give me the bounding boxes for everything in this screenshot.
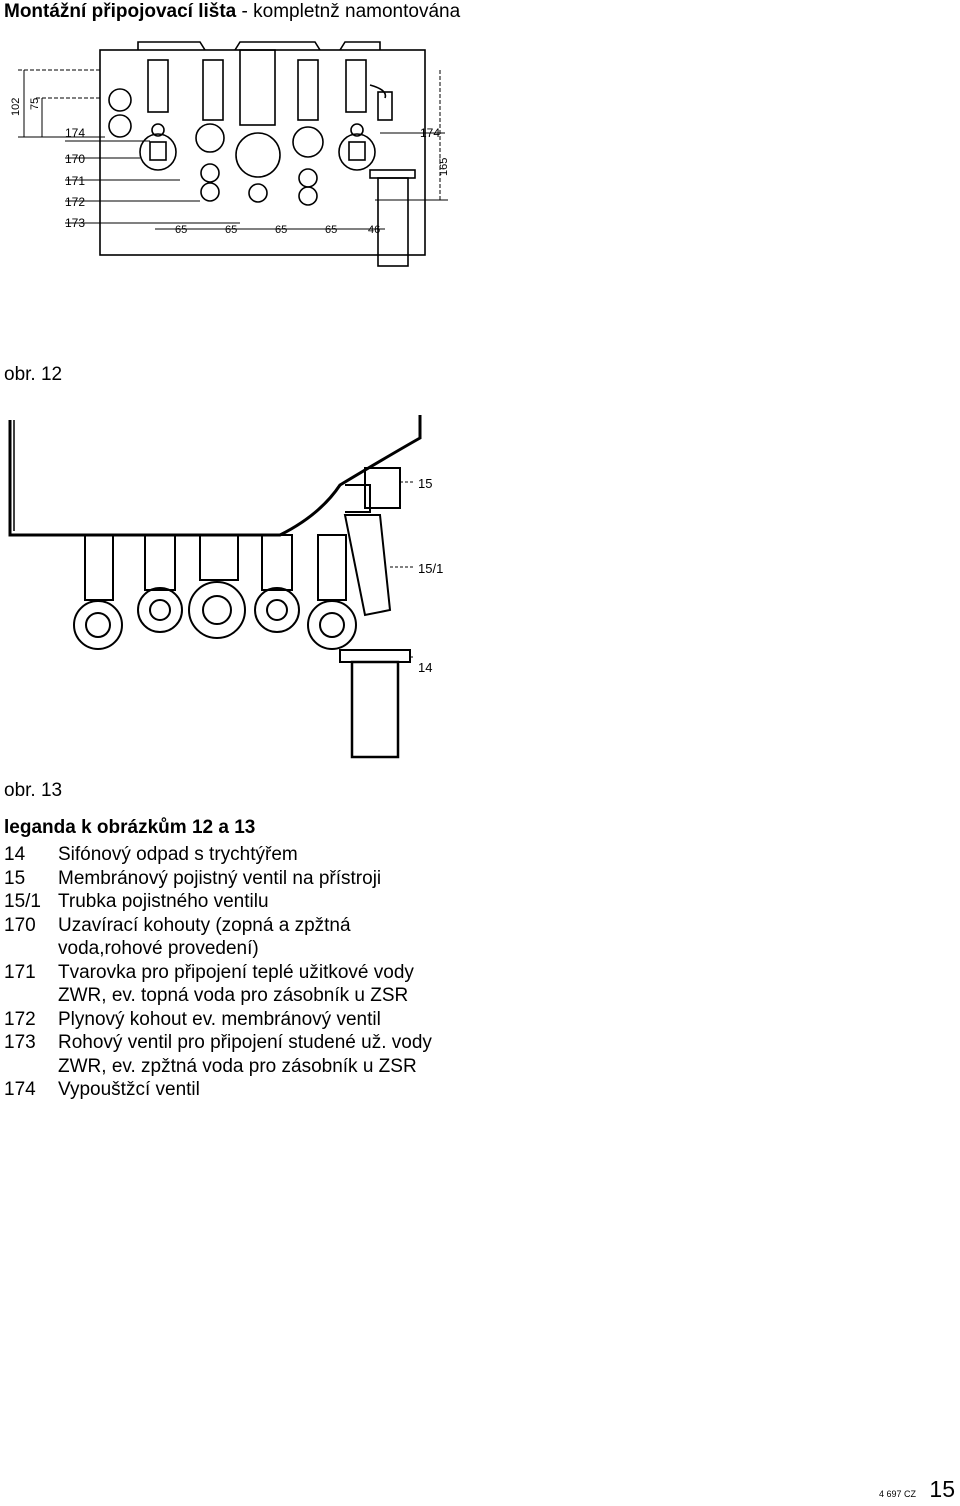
legend-text: ZWR, ev. topná voda pro zásobník u ZSR (58, 985, 409, 1006)
legend-text: Membránový pojistný ventil na přístroji (58, 867, 382, 889)
dim-102: 102 (10, 98, 22, 116)
dim-165: 165 (438, 158, 450, 176)
figure-12-caption: obr. 12 (4, 364, 63, 385)
legend-num: 170 (4, 914, 36, 936)
legend-item: 15 Membránový pojistný ventil na přístroj… (4, 867, 504, 891)
figure-13-caption: obr. 13 (4, 780, 63, 801)
figure-13-drawing: 15 15/1 14 (8, 415, 443, 759)
legend-text: Plynový kohout ev. membránový ventil (58, 1008, 381, 1030)
page-title-bold: Montážní připojovací lišta (4, 1, 237, 22)
figure-12-drawing: 102 75 174 170 171 172 173 (10, 41, 450, 267)
legend-item: 174 Vypouštžcí ventil (4, 1078, 504, 1102)
legend-item: 171 Tvarovka pro připojení teplé užitkové… (4, 961, 504, 985)
legend-num: 15/1 (4, 891, 41, 912)
label-14: 14 (418, 660, 432, 675)
legend-item-continuation: voda,rohové provedení) (4, 937, 504, 961)
dim-46: 46 (368, 224, 380, 236)
legend-text: Uzavírací kohouty (zopná a zpžtná (58, 914, 351, 936)
legend-text: Tvarovka pro připojení teplé užitkové vo… (58, 961, 414, 983)
legend-heading: leganda k obrázkům 12 a 13 (4, 817, 256, 838)
dim-65-a: 65 (175, 224, 187, 236)
label-172: 172 (65, 195, 85, 209)
legend-item-continuation: ZWR, ev. zpžtná voda pro zásobník u ZSR (4, 1055, 504, 1079)
label-170: 170 (65, 152, 85, 166)
legend-text: Trubka pojistného ventilu (58, 891, 269, 912)
legend-item: 173 Rohový ventil pro připojení studené u… (4, 1031, 504, 1055)
legend-num: 14 (4, 844, 26, 865)
label-174-left: 174 (65, 126, 85, 140)
label-15-1: 15/1 (418, 561, 443, 576)
legend-item: 14 Sifónový odpad s trychtýřem (4, 843, 504, 867)
document-code: 4 697 CZ (878, 1489, 916, 1499)
dim-75: 75 (29, 98, 41, 110)
legend-num: 174 (4, 1079, 36, 1100)
legend-item-continuation: ZWR, ev. topná voda pro zásobník u ZSR (4, 984, 504, 1008)
dim-65-d: 65 (325, 224, 337, 236)
legend-list: 14 Sifónový odpad s trychtýřem 15 Membráno… (4, 843, 504, 1102)
page-number: 15 (929, 1476, 955, 1502)
dim-65-c: 65 (275, 224, 287, 236)
label-15: 15 (418, 476, 432, 491)
dim-65-b: 65 (225, 224, 237, 236)
legend-item: 172 Plynový kohout ev. membránový ventil (4, 1008, 504, 1032)
page-title: Montážní připojovací lišta - kompletnž n… (4, 0, 460, 24)
legend-num: 15 (4, 867, 26, 889)
legend-num: 171 (4, 961, 36, 983)
page-title-rest: - kompletnž namontována (236, 1, 461, 22)
legend-text: Sifónový odpad s trychtýřem (58, 844, 298, 865)
legend-text: voda,rohové provedení) (58, 938, 259, 959)
legend-text: ZWR, ev. zpžtná voda pro zásobník u ZSR (58, 1055, 417, 1077)
legend-text: Rohový ventil pro připojení studené už. … (58, 1032, 432, 1053)
legend-num: 173 (4, 1032, 36, 1053)
label-174-right: 174 (420, 126, 440, 140)
legend-text: Vypouštžcí ventil (58, 1079, 200, 1100)
label-171: 171 (65, 174, 85, 188)
legend-item: 170 Uzavírací kohouty (zopná a zpžtná (4, 914, 504, 938)
label-173: 173 (65, 216, 85, 230)
legend-item: 15/1 Trubka pojistného ventilu (4, 890, 504, 914)
legend-num: 172 (4, 1008, 36, 1030)
